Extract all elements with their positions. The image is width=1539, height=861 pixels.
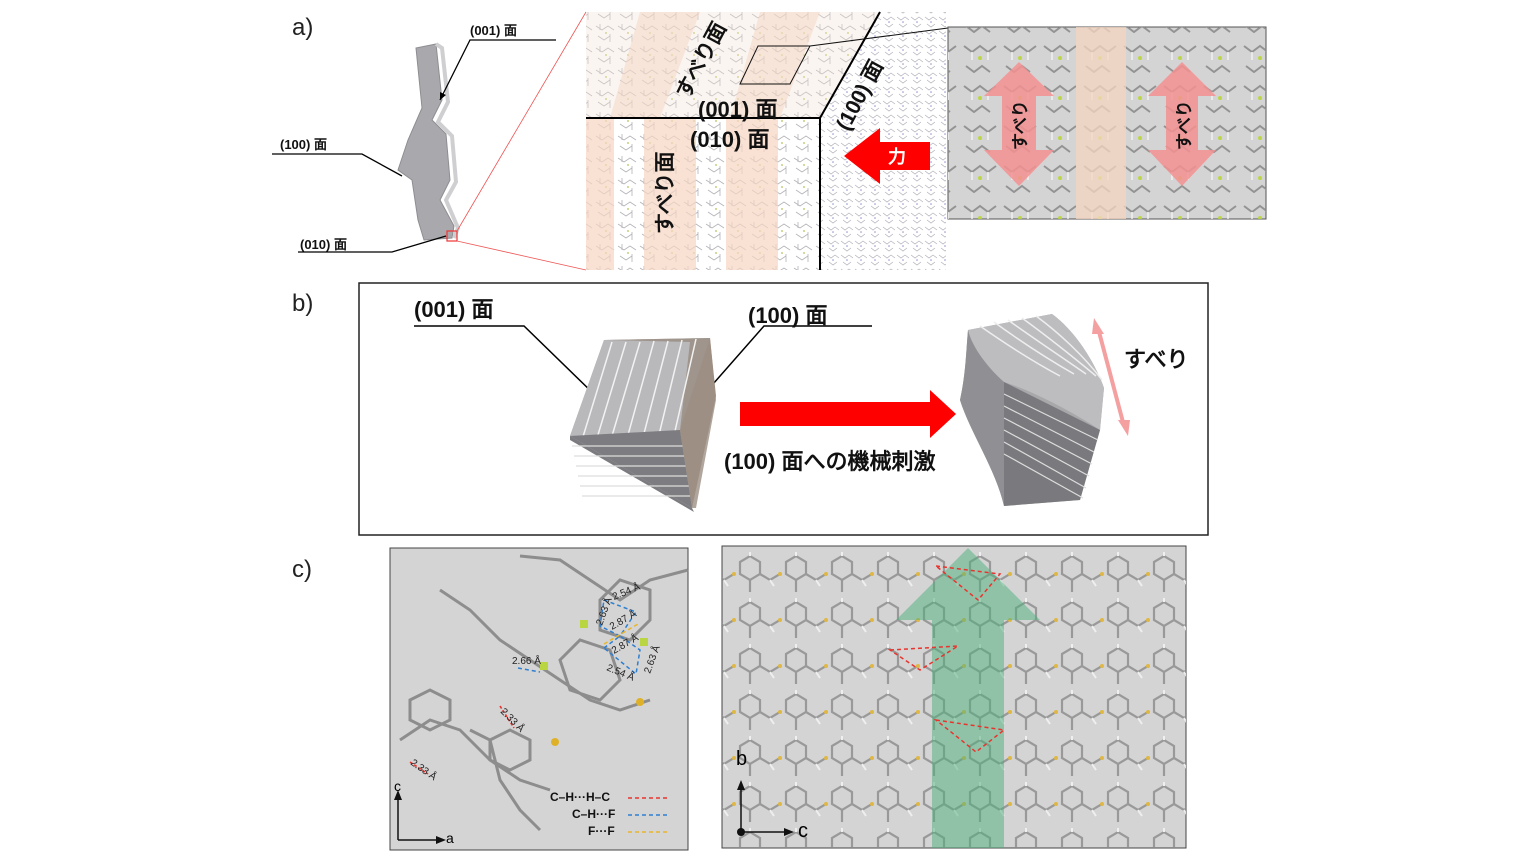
slip-double-arrow [1092, 318, 1130, 436]
crystal-label-100: (100) 面 [280, 137, 327, 152]
panel-label-b: b) [292, 290, 314, 317]
stimulus-arrow [740, 390, 956, 438]
c-left-frame [389, 547, 689, 851]
slip-arrow-left [984, 62, 1054, 186]
b-label-001: (001) 面 [414, 297, 494, 322]
zoom-panel [947, 26, 1267, 220]
force-arrow [844, 128, 930, 184]
b-label-100: (100) 面 [748, 303, 828, 328]
magnified-label-001: (001) 面 [698, 97, 778, 122]
layered-block-left [570, 338, 716, 512]
slip-plane-front-label: すべり面 [654, 151, 677, 234]
c-left-molecules [399, 554, 689, 832]
panel-a-graphic: すべり面 すべり面 (100) 面 すべり すべり [272, 11, 1267, 271]
dist-label-7: 2.66 Å [512, 654, 541, 667]
c-right-axis-vertical: b [736, 748, 748, 770]
c-right-contacts [887, 564, 1006, 753]
crystal-label-010: (010) 面 [300, 237, 347, 252]
panel-label-a: a) [292, 14, 314, 41]
legend-label-hf: C–H···F [572, 807, 616, 821]
legend-label-hh: C–H···H–C [550, 790, 610, 804]
c-right-axis-horizontal: c [798, 820, 808, 842]
c-left-axis-horizontal: a [446, 830, 454, 846]
green-direction-arrow [896, 548, 1040, 848]
leader-010 [298, 235, 447, 253]
b-slip-label: すべり [1124, 347, 1189, 372]
zoom-slip-left-label: すべり [1011, 100, 1030, 150]
c-left-axis-vertical: c [394, 778, 401, 794]
leader-100 [272, 153, 403, 177]
slip-arrow-right [1148, 62, 1216, 186]
c-left-contacts [409, 598, 641, 775]
leader-001 [439, 39, 556, 101]
magnified-label-010: (010) 面 [690, 127, 770, 152]
b-stimulus-label: (100) 面への機械刺激 [724, 449, 936, 474]
zoom-slip-right-label: すべり [1175, 100, 1194, 150]
legend-label-ff: F···F [588, 824, 615, 838]
panel-label-c: c) [292, 556, 312, 583]
crystal-label-001: (001) 面 [470, 23, 517, 38]
layered-block-right [960, 314, 1104, 506]
magnified-crystal-block [586, 11, 949, 270]
force-label: 力 [888, 147, 906, 167]
